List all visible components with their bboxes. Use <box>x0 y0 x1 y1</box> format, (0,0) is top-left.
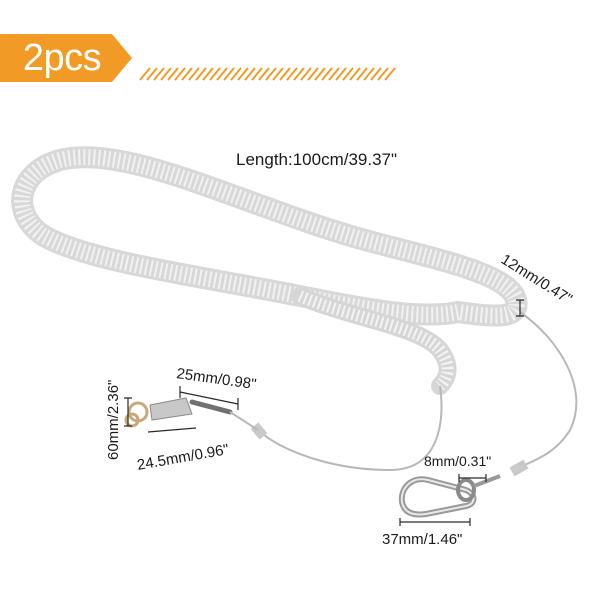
swivel-width-label: 8mm/0.31" <box>424 453 491 469</box>
hatch-line <box>202 67 214 81</box>
hatch-line <box>167 67 179 81</box>
hatch-line <box>300 67 312 81</box>
small-clip-width-label: 24.5mm/0.96" <box>136 441 230 474</box>
hatch-line <box>153 67 165 81</box>
hatch-line <box>279 67 291 81</box>
snap-hook-icon <box>398 474 501 518</box>
hatch-line <box>307 67 319 81</box>
hatch-line <box>244 67 256 81</box>
hatch-line <box>181 67 193 81</box>
hatch-line <box>209 67 221 81</box>
hatch-line <box>265 67 277 81</box>
hatch-line <box>328 67 340 81</box>
hatch-line <box>363 67 375 81</box>
length-label: Length:100cm/39.37" <box>236 150 397 169</box>
hatch-line <box>342 67 354 81</box>
wire-cable-icon <box>250 311 578 477</box>
hatch-line <box>384 67 396 81</box>
dimension-lines <box>124 299 524 526</box>
hatch-line <box>237 67 249 81</box>
small-clip-height-label: 60mm/2.36" <box>105 380 122 460</box>
hatch-line <box>230 67 242 81</box>
badge-shape <box>0 34 132 82</box>
hatch-line <box>195 67 207 81</box>
hatch-line <box>216 67 228 81</box>
hatch-line <box>314 67 326 81</box>
hatch-line <box>188 67 200 81</box>
small-clip-length-label: 25mm/0.98" <box>175 365 257 393</box>
hatch-line <box>349 67 361 81</box>
hatch-line <box>258 67 270 81</box>
hatch-line <box>286 67 298 81</box>
hatch-line <box>293 67 305 81</box>
hatch-line <box>251 67 263 81</box>
hatch-line <box>146 67 158 81</box>
hatch-line <box>335 67 347 81</box>
hatch-line <box>321 67 333 81</box>
hatch-line <box>160 67 172 81</box>
hatch-line <box>139 67 151 81</box>
hatch-line <box>356 67 368 81</box>
hatch-line <box>272 67 284 81</box>
hatch-line <box>223 67 235 81</box>
quantity-badge: 2pcs <box>22 37 102 79</box>
hatch-line <box>174 67 186 81</box>
coiled-cord-icon <box>11 146 528 395</box>
snap-hook-length-label: 37mm/1.46" <box>382 531 462 548</box>
swivel-clip-icon <box>124 397 259 431</box>
badge-banner <box>0 34 396 82</box>
hatch-line <box>370 67 382 81</box>
badge-hatch-stripe <box>139 67 396 81</box>
hatch-line <box>377 67 389 81</box>
